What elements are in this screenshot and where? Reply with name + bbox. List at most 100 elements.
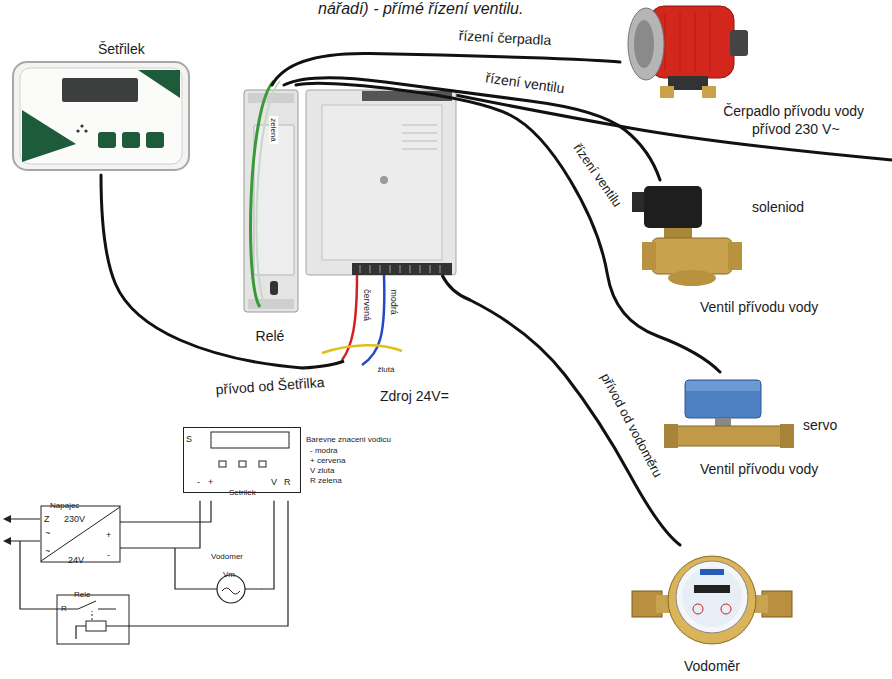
caption: nářadí) - přímé řízení ventilu.	[318, 0, 523, 17]
node-text: Relé	[256, 328, 285, 344]
controller-device-drawing	[10, 40, 192, 175]
node-text: Vodoměr	[684, 658, 740, 674]
node-text: Z	[44, 514, 50, 524]
pump: Čerpadlo přívodu vody	[620, 2, 868, 122]
cable-label: přívod od Šetřilka	[213, 374, 327, 398]
schematic-wire	[122, 501, 211, 522]
controller-device: Šetřilek	[10, 40, 192, 175]
color-key-line-slot: + cervena	[310, 449, 345, 467]
node-text-slot: Ventil přívodu vody	[700, 460, 818, 478]
servo-valve: servoVentil přívodu vody	[660, 372, 866, 480]
node-text-slot: Setrilek	[229, 481, 256, 499]
node-text-slot: Rele	[74, 583, 90, 601]
color-key-line-slot: V zluta	[310, 459, 334, 477]
water-meter-drawing	[628, 545, 796, 676]
node-text: Ventil přívodu vody	[700, 299, 818, 315]
wire-color-label: zelená	[269, 116, 278, 144]
node-text: Ventil přívodu vody	[700, 461, 818, 477]
schematic-relay-drawing	[56, 583, 130, 645]
caption-slot: nářadí) - přímé řízení ventilu.	[318, 0, 523, 18]
cable-label: přívod od vodoměru	[597, 369, 666, 482]
schematic-power-supply: NapajecZ230V~+~24V-	[40, 494, 122, 569]
node-text: +	[106, 530, 111, 540]
node-text: Vm	[223, 570, 235, 579]
node-text-slot: Vodomer	[211, 545, 243, 563]
arrow-head	[3, 515, 11, 523]
node-text: soleniod	[752, 199, 804, 215]
wire-color-label-slot: modrá	[387, 287, 405, 317]
schematic-water-meter: VodomerVm	[200, 545, 262, 605]
wire-color-label: červená	[362, 287, 372, 323]
node-text: Napajec	[50, 501, 79, 510]
cable-label: řízení ventilu	[569, 139, 626, 211]
node-text: 24V	[68, 555, 84, 565]
node-text-slot: R	[284, 471, 291, 489]
node-text: R	[284, 477, 291, 487]
node-text: +	[208, 477, 213, 487]
cable-label-slot: přívod 230 V~	[752, 120, 840, 138]
node-text-slot: Z	[44, 508, 50, 526]
node-text-slot: Relé	[240, 327, 300, 345]
node-text: ~	[45, 528, 50, 538]
cable-label-slot: řízení čerpadla	[456, 26, 553, 49]
node-text: Setrilek	[229, 488, 256, 497]
wire-color-label-slot: zelená	[267, 116, 285, 144]
node-text: -	[107, 550, 110, 560]
mains-lead	[6, 519, 40, 541]
cable	[272, 53, 620, 85]
color-key-line: + cervena	[310, 456, 345, 465]
node-text: Šetřilek	[98, 41, 145, 57]
cable-label-slot: řízení ventilu	[482, 68, 567, 98]
node-text-slot: ~	[45, 540, 50, 558]
schematic-controller: S -+ VR Setrilek	[183, 427, 301, 501]
color-key-heading: Barevne znaceni vodicu	[306, 435, 391, 444]
node-text: Vodomer	[211, 552, 243, 561]
node-text: V	[271, 477, 277, 487]
node-text-slot: servo	[803, 416, 837, 434]
node-text-slot: Vm	[223, 563, 235, 581]
node-text: S	[186, 434, 192, 444]
mains-cable	[440, 92, 892, 160]
wire-color-label: žlutá	[376, 365, 397, 374]
node-text: R	[61, 604, 67, 613]
wire-color-label: modrá	[389, 287, 399, 317]
meter-lead	[175, 548, 200, 589]
cable-label: přívod 230 V~	[752, 121, 840, 137]
node-text-slot: S	[186, 428, 192, 446]
node-text-slot: Vodoměr	[628, 657, 796, 675]
node-text-slot: Ventil přívodu vody	[700, 298, 818, 316]
node-text-slot: Šetřilek	[98, 40, 145, 58]
cable	[296, 83, 720, 372]
power-supply-drawing	[302, 85, 470, 410]
node-text: Čerpadlo přívodu vody	[723, 103, 864, 119]
solenoid-valve: soleniodVentil přívodu vody	[630, 180, 866, 318]
color-key-line: - modra	[310, 446, 338, 455]
wire-color-label-slot: červená	[360, 287, 378, 323]
node-text-slot: -	[197, 471, 200, 489]
cable-label: řízení čerpadla	[456, 27, 553, 48]
node-text-slot: 24V	[68, 549, 84, 567]
node-text-slot: Zdroj 24V=	[380, 387, 449, 405]
color-key-line-slot: R zelena	[310, 469, 342, 487]
schematic-wire	[122, 501, 200, 548]
schematic-wire	[130, 501, 288, 626]
solenoid-valve-drawing	[630, 180, 866, 318]
node-text-slot: Čerpadlo přívodu vody	[723, 102, 864, 120]
node-text: Zdroj 24V=	[380, 388, 449, 404]
cable-label: řízení ventilu	[483, 69, 568, 96]
color-key-heading-slot: Barevne znaceni vodicu	[306, 428, 391, 446]
node-text-slot: Napajec	[50, 494, 79, 512]
node-text-slot: R	[61, 597, 67, 615]
node-text: servo	[803, 417, 837, 433]
node-text-slot: soleniod	[752, 198, 804, 216]
schematic-relay: ReleR	[56, 583, 130, 645]
node-text: Rele	[74, 590, 90, 599]
schematic-controller-drawing	[183, 427, 301, 493]
node-text-slot: ~	[45, 522, 50, 540]
node-text-slot: +	[106, 524, 111, 542]
node-text: ~	[45, 546, 50, 556]
color-key-line: R zelena	[310, 476, 342, 485]
